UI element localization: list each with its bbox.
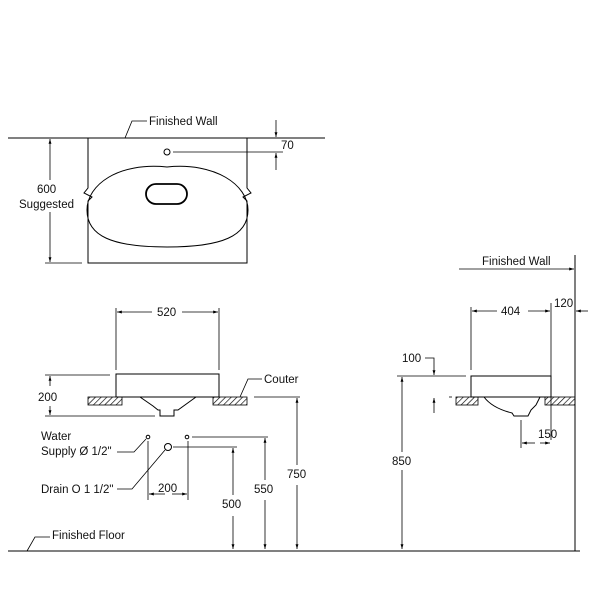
counter-right: [212, 396, 248, 406]
depth-note: Suggested: [19, 199, 74, 211]
side-wall-label: Finished Wall: [482, 256, 551, 268]
front-basin-bowl: [139, 396, 197, 417]
front-view: 520 Couter 200 200 Water Supply Ø 1/2" D…: [8, 307, 580, 552]
floor-label: Finished Floor: [52, 530, 125, 542]
wall-gap-dimension: 120: [554, 298, 573, 310]
water-label-line1: Water: [41, 431, 71, 443]
side-basin-body: [470, 375, 552, 398]
tap-offset-dimension: 70: [281, 140, 294, 152]
side-view: Finished Wall 404 120 100 150 850: [392, 255, 588, 551]
counter-left: [87, 396, 123, 406]
side-depth-dimension: 404: [501, 306, 521, 318]
side-counter-left: [455, 396, 479, 406]
above-counter-dimension: 100: [402, 353, 421, 365]
side-counter-right: [544, 396, 576, 406]
supply-spacing-dimension: 200: [158, 483, 177, 495]
tap-hole: [163, 148, 171, 156]
water-supply-left: [145, 434, 151, 440]
side-basin-bowl: [483, 396, 541, 417]
drain-pipe: [164, 443, 172, 451]
drain-slot: [145, 183, 188, 205]
counter-outline: [83, 138, 252, 264]
counter-label: Couter: [264, 374, 299, 386]
width-dimension: 520: [157, 307, 176, 319]
top-view: Finished Wall 70 600 Suggested: [8, 116, 325, 264]
depth-dimension: 600: [37, 184, 56, 196]
front-basin-body: [115, 373, 220, 398]
supply-height-dimension: 550: [254, 484, 273, 496]
height-dimension: 200: [38, 392, 57, 404]
top-wall-label: Finished Wall: [149, 116, 218, 128]
drain-label: Drain O 1 1/2": [41, 484, 113, 496]
wall-leader: [124, 120, 147, 139]
basin-outline: [86, 165, 249, 248]
water-supply-right: [184, 434, 190, 440]
drain-offset-dimension: 150: [538, 429, 557, 441]
drain-height-dimension: 500: [222, 499, 241, 511]
counter-height-dimension: 750: [287, 469, 306, 481]
rim-height-dimension: 850: [392, 456, 411, 468]
water-label-line2: Supply Ø 1/2": [41, 446, 112, 458]
